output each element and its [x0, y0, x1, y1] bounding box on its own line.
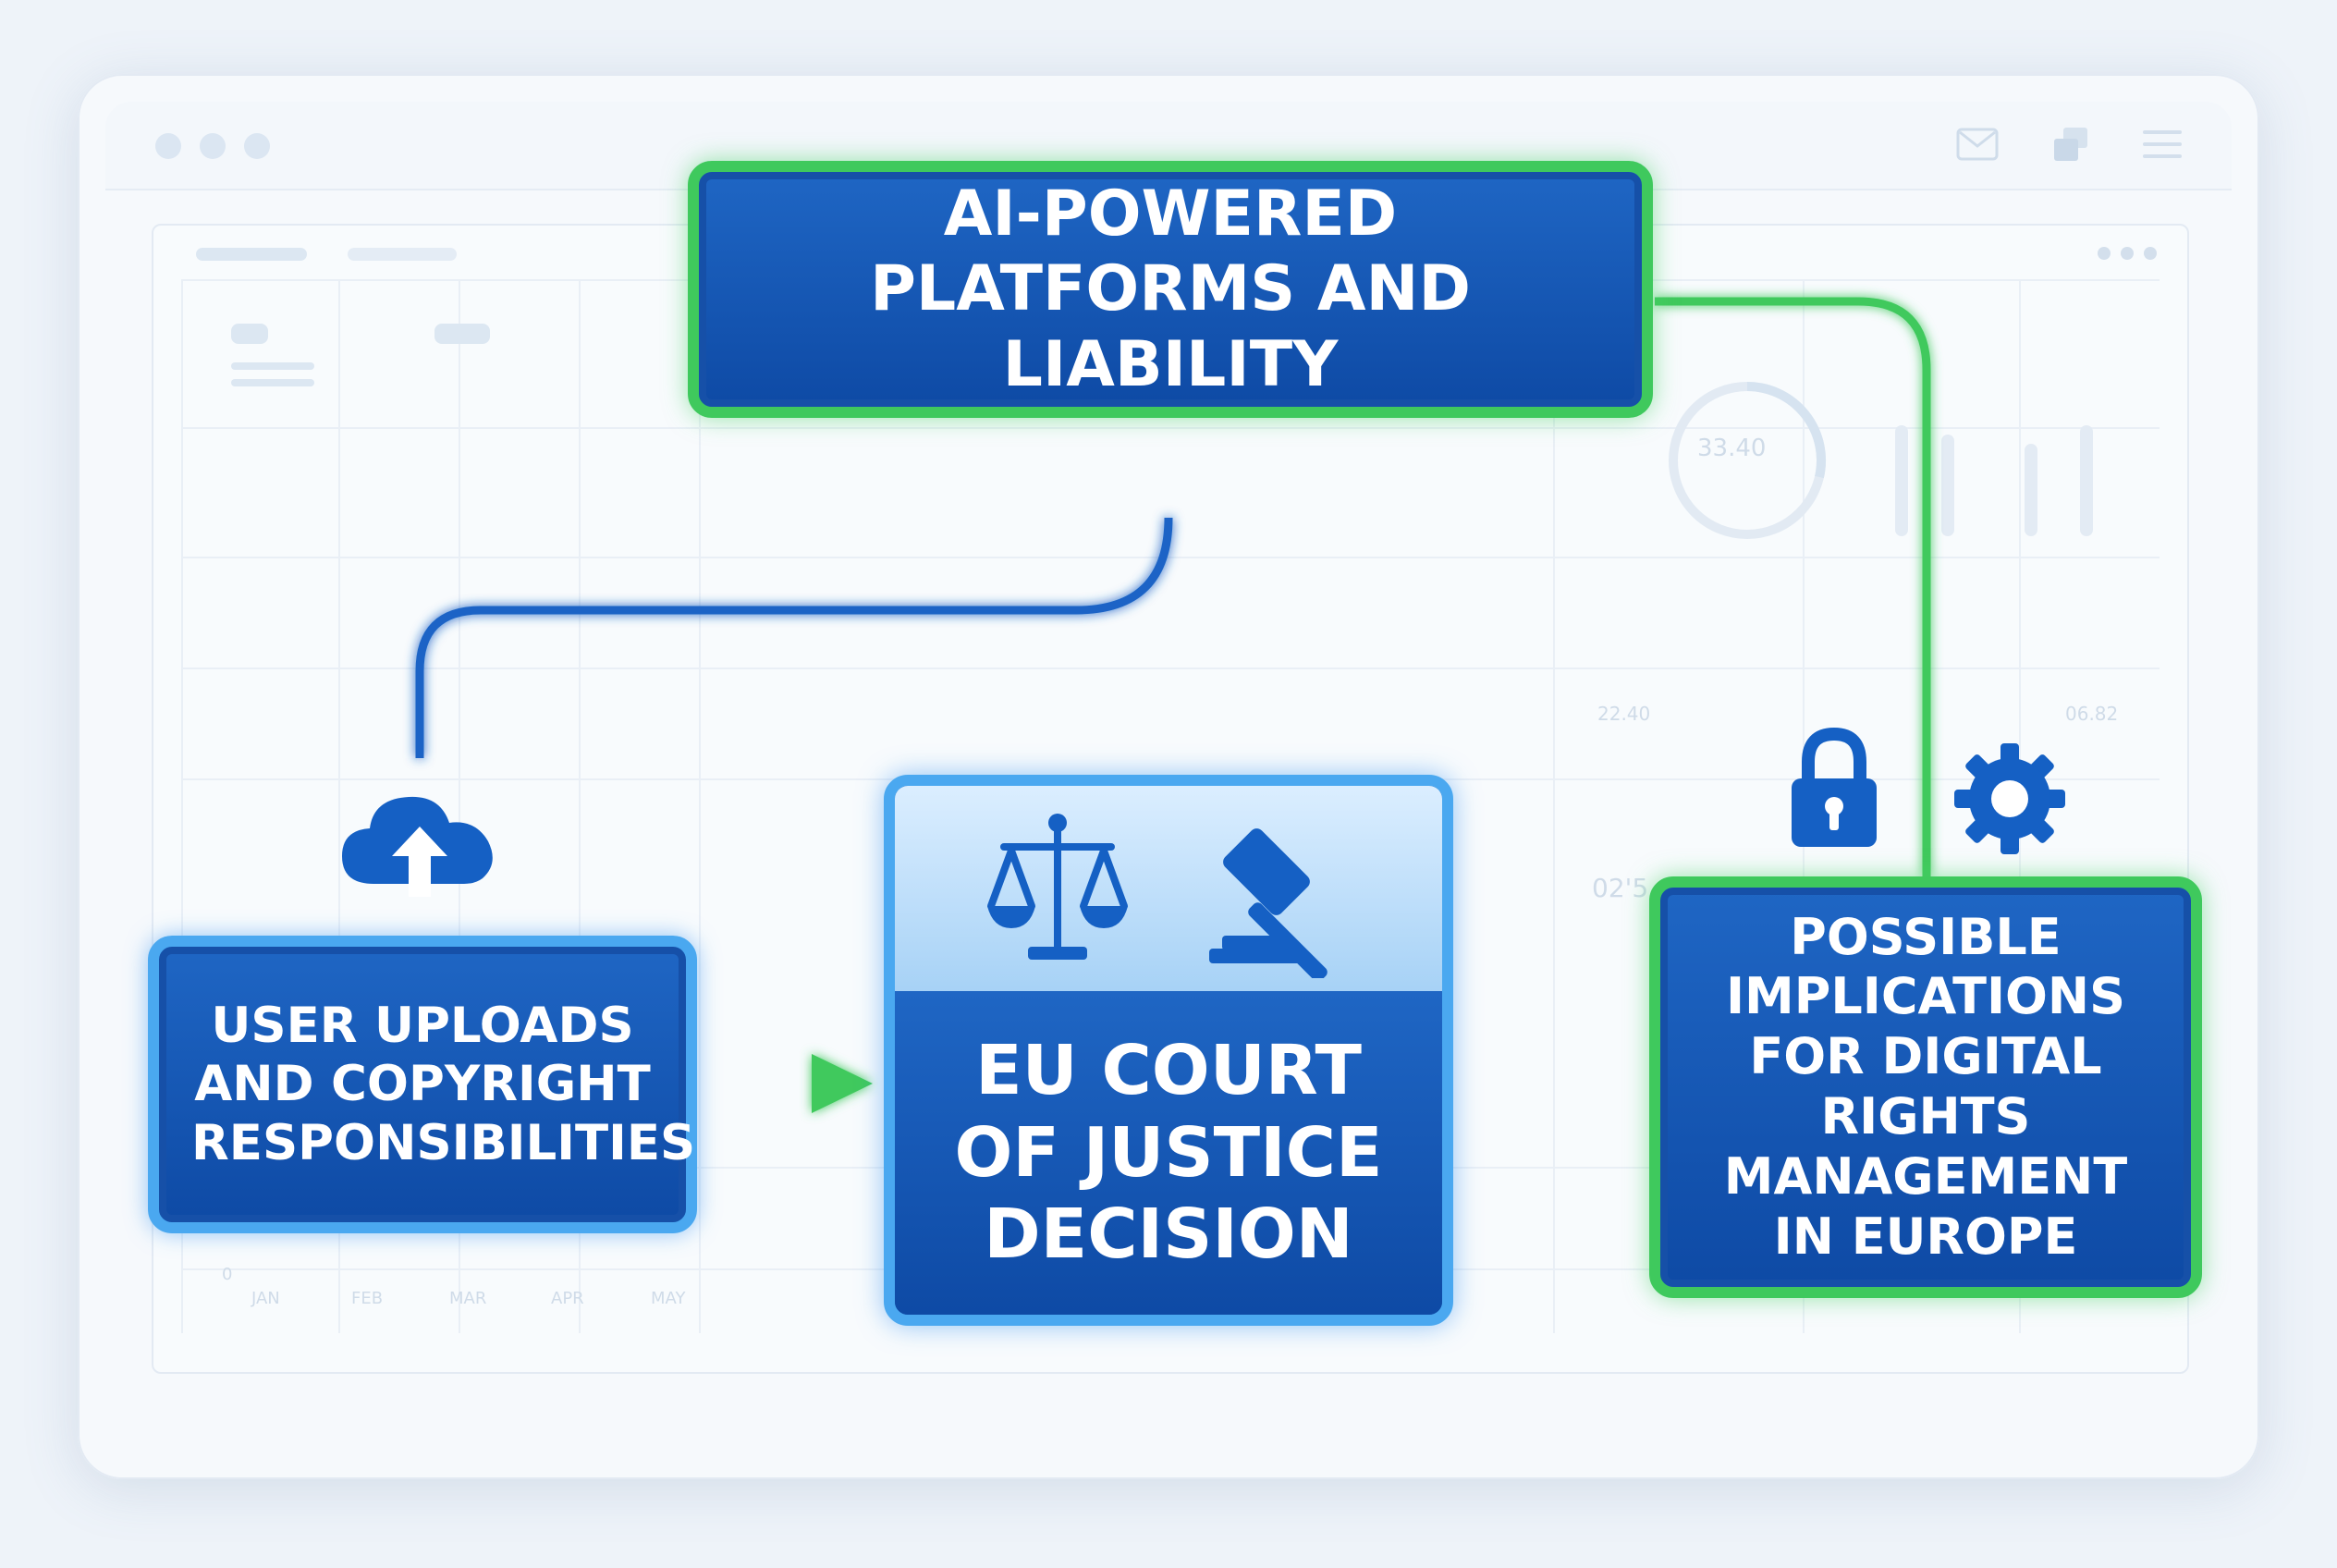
ghost-bar [231, 379, 314, 386]
panel-tab-1 [196, 248, 307, 261]
lock-icon [1792, 727, 1877, 847]
ghost-gauge [1669, 382, 1826, 539]
ghost-bar [231, 362, 314, 370]
connector-top-to-right [1655, 297, 1931, 876]
gavel-icon [1209, 828, 1328, 978]
ghost-readout: 06.82 [2065, 703, 2119, 725]
month-label: FEB [351, 1289, 384, 1308]
node-left-label: USER UPLOADS AND COPYRIGHT RESPONSIBILIT… [191, 997, 696, 1171]
ghost-bar [1941, 435, 1954, 536]
month-label: MAR [449, 1289, 487, 1308]
center-icon-band [895, 786, 1442, 991]
ghost-bar [1895, 425, 1908, 536]
node-drm-implications[interactable]: POSSIBLE IMPLICATIONS FOR DIGITAL RIGHTS… [1649, 876, 2202, 1298]
grid-line [699, 279, 701, 1333]
grid-line [1553, 279, 1555, 1333]
connector-top-to-upload [415, 517, 1173, 758]
ghost-readout: 22.40 [1597, 703, 1651, 725]
grid-line [459, 279, 460, 1333]
window-dot-3 [244, 133, 270, 159]
more-options-icon[interactable] [2095, 244, 2160, 263]
node-top-label: AI-POWERED PLATFORMS AND LIABILITY [870, 177, 1471, 401]
node-right-label: POSSIBLE IMPLICATIONS FOR DIGITAL RIGHTS… [1723, 907, 2128, 1266]
scales-of-justice-icon [987, 814, 1128, 960]
node-center-label-band: EU COURT OF JUSTICE DECISION [895, 991, 1442, 1315]
gear-icon [1954, 743, 2065, 854]
grid-line [181, 279, 183, 1333]
grid-line [338, 279, 340, 1333]
node-center-label: EU COURT OF JUSTICE DECISION [954, 1030, 1383, 1275]
cloud-upload-icon [342, 796, 493, 897]
month-label: APR [551, 1289, 584, 1308]
ghost-bar [2080, 425, 2093, 536]
panel-tab-2 [348, 248, 457, 261]
node-ai-platforms-liability[interactable]: AI-POWERED PLATFORMS AND LIABILITY [688, 161, 1653, 418]
window-dot-1 [155, 133, 181, 159]
ghost-bar [231, 324, 268, 344]
month-label: MAY [651, 1289, 686, 1308]
ghost-readout: 02'5 [1592, 873, 1649, 903]
gauge-readout: 33.40 [1697, 435, 1767, 462]
menu-icon[interactable] [2141, 128, 2184, 161]
node-eu-court-decision[interactable]: EU COURT OF JUSTICE DECISION [884, 775, 1453, 1326]
node-user-uploads[interactable]: USER UPLOADS AND COPYRIGHT RESPONSIBILIT… [148, 936, 697, 1233]
ghost-bar [2025, 444, 2037, 536]
axis-zero-label: 0 [222, 1265, 233, 1284]
connector-arrowhead [812, 1054, 873, 1113]
window-dot-2 [200, 133, 226, 159]
month-label: JAN [251, 1289, 280, 1308]
ghost-bar [434, 324, 490, 344]
mail-icon[interactable] [1956, 128, 1999, 161]
windows-icon[interactable] [2050, 124, 2091, 165]
grid-line [579, 279, 581, 1333]
